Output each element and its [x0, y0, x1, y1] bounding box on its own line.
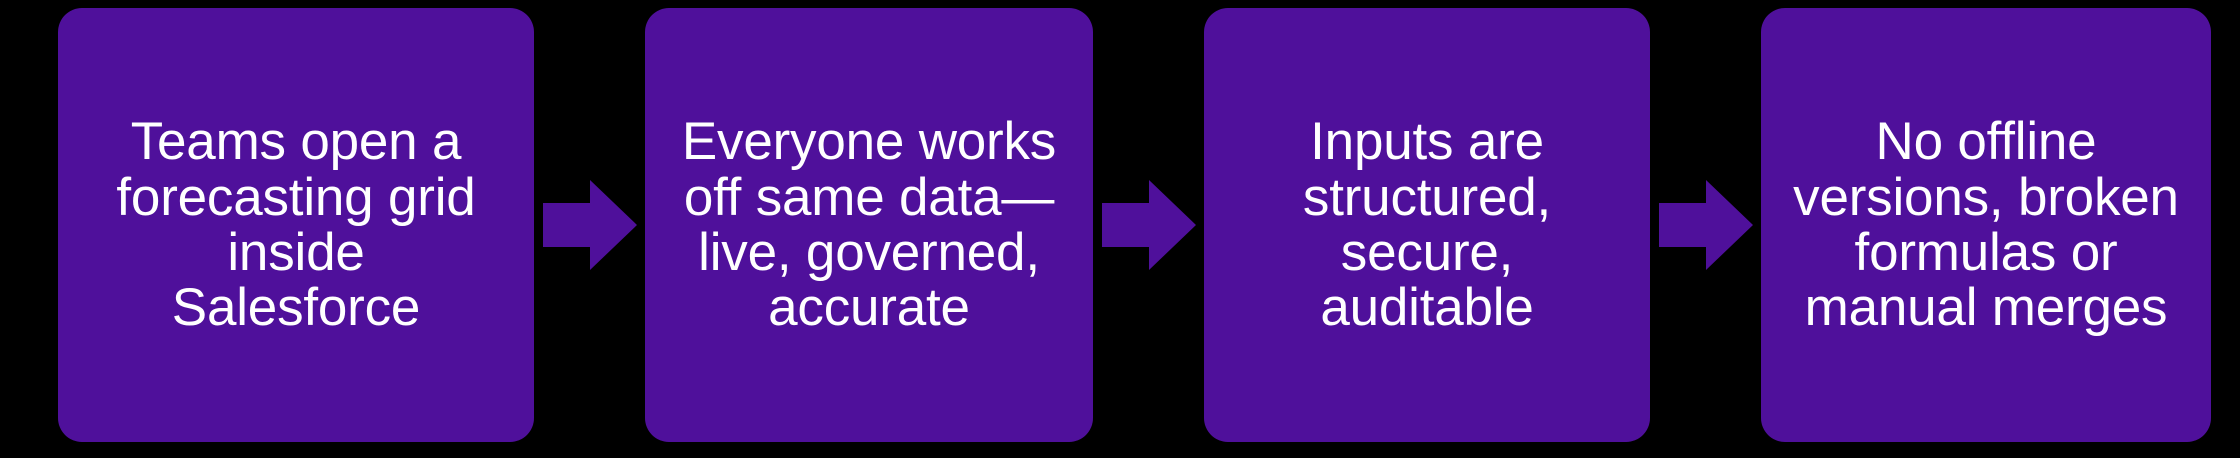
arrow-right-icon: [1658, 180, 1753, 270]
flow-step-1-label: Teams open a forecasting grid inside Sal…: [116, 112, 476, 338]
arrow-right-icon: [542, 180, 637, 270]
flow-step-1[interactable]: Teams open a forecasting grid inside Sal…: [58, 8, 534, 442]
flow-step-4[interactable]: No offline versions, broken formulas or …: [1761, 8, 2211, 442]
arrow-right-icon: [1101, 180, 1196, 270]
flow-step-2-label: Everyone works off same data— live, gove…: [681, 112, 1057, 338]
flow-step-3[interactable]: Inputs are structured, secure, auditable: [1204, 8, 1650, 442]
flow-step-4-label: No offline versions, broken formulas or …: [1793, 112, 2179, 338]
flow-step-3-label: Inputs are structured, secure, auditable: [1302, 112, 1552, 338]
flow-step-2[interactable]: Everyone works off same data— live, gove…: [645, 8, 1093, 442]
flow-connector-3: [1650, 8, 1761, 442]
flow-connector-1: [534, 8, 645, 442]
flow-connector-2: [1093, 8, 1204, 442]
